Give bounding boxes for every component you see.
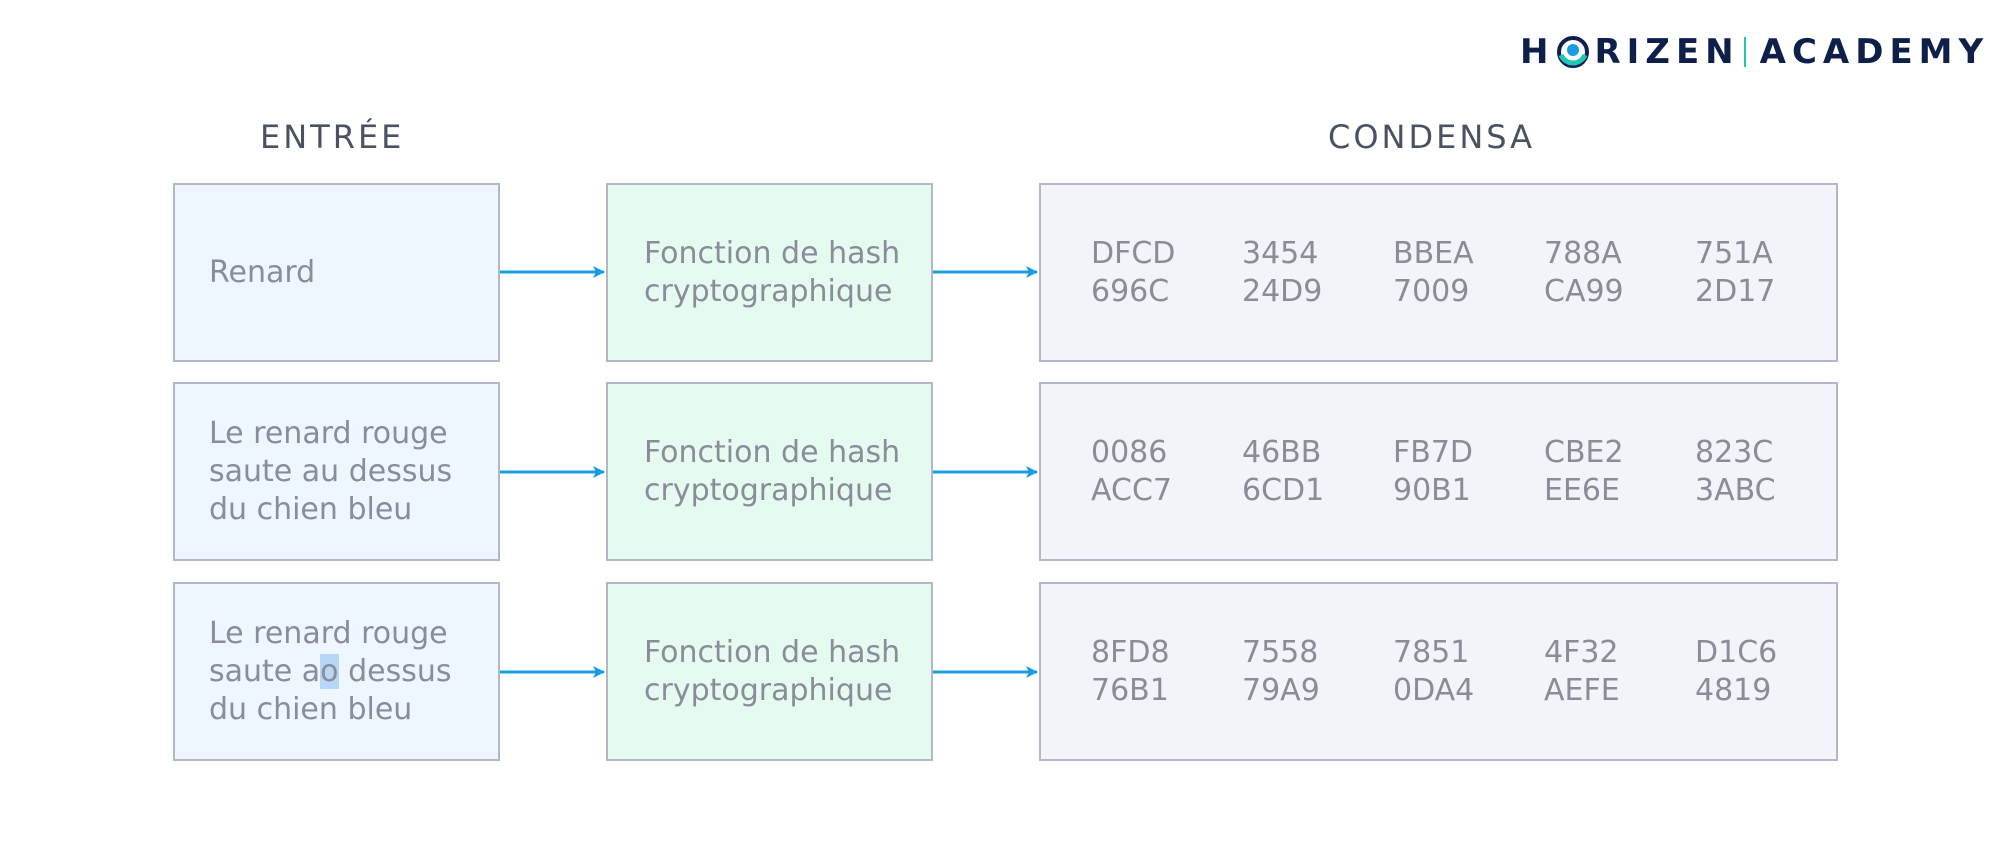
input-text-2: Le renard rouge saute au dessus du chien… [209,415,452,529]
digest-box-3: 8FD8 76B1 7558 79A9 7851 0DA4 4F32 AEFE … [1039,582,1838,761]
digest-chunk: 6CD1 [1242,472,1325,508]
hash-function-box-3: Fonction de hash cryptographique [606,582,933,761]
logo-divider [1743,37,1746,67]
input-box-3: Le renard rouge saute ao dessus du chien… [173,582,500,761]
hash-function-box-2: Fonction de hash cryptographique [606,382,933,561]
digest-group: 8FD8 76B1 [1091,634,1242,710]
digest-chunk: 0DA4 [1393,672,1475,708]
digest-chunk: CA99 [1544,273,1624,309]
digest-group: 7558 79A9 [1242,634,1393,710]
input-text-3: Le renard rouge saute ao dessus du chien… [209,615,451,729]
function-text-3: Fonction de hash cryptographique [644,634,900,710]
logo-letter-h: H [1520,32,1555,72]
digest-group: 788A CA99 [1544,235,1695,311]
digest-chunk: ACC7 [1091,472,1172,508]
function-text-2: Fonction de hash cryptographique [644,434,900,510]
input-line: du chien bleu [209,491,413,527]
digest-chunk: 7009 [1393,273,1470,309]
digest-grid-2: 0086 ACC7 46BB 6CD1 FB7D 90B1 CBE2 EE6E … [1091,434,1846,510]
digest-group: DFCD 696C [1091,235,1242,311]
digest-group: FB7D 90B1 [1393,434,1544,510]
digest-chunk: 24D9 [1242,273,1323,309]
input-line-segment: dessus [338,653,452,689]
input-line-with-highlight: saute ao dessus [209,653,451,691]
digest-chunk: FB7D [1393,434,1474,470]
digest-group: 0086 ACC7 [1091,434,1242,510]
digest-chunk: 7558 [1242,634,1319,670]
digest-box-2: 0086 ACC7 46BB 6CD1 FB7D 90B1 CBE2 EE6E … [1039,382,1838,561]
digest-chunk: 2D17 [1695,273,1776,309]
digest-grid-1: DFCD 696C 3454 24D9 BBEA 7009 788A CA99 … [1091,235,1846,311]
digest-group: 4F32 AEFE [1544,634,1695,710]
digest-chunk: 788A [1544,235,1622,271]
digest-chunk: 76B1 [1091,672,1169,708]
digest-chunk: 823C [1695,434,1774,470]
digest-chunk: 8FD8 [1091,634,1170,670]
digest-chunk: 751A [1695,235,1773,271]
function-line: Fonction de hash [644,634,901,670]
input-line: Le renard rouge [209,415,448,451]
digest-chunk: 0086 [1091,434,1168,470]
digest-chunk: 7851 [1393,634,1470,670]
input-column-header: ENTRÉE [260,118,405,156]
digest-grid-3: 8FD8 76B1 7558 79A9 7851 0DA4 4F32 AEFE … [1091,634,1846,710]
digest-chunk: EE6E [1544,472,1620,508]
digest-group: 46BB 6CD1 [1242,434,1393,510]
digest-box-1: DFCD 696C 3454 24D9 BBEA 7009 788A CA99 … [1039,183,1838,362]
digest-group: CBE2 EE6E [1544,434,1695,510]
digest-group: BBEA 7009 [1393,235,1544,311]
horizen-academy-logo: H RIZEN ACADEMY [1520,30,1989,74]
digest-chunk: CBE2 [1544,434,1624,470]
digest-chunk: D1C6 [1695,634,1778,670]
digest-group: 751A 2D17 [1695,235,1846,311]
function-line: Fonction de hash [644,434,901,470]
digest-chunk: 3ABC [1695,472,1776,508]
input-line: saute au dessus [209,453,453,489]
digest-group: 823C 3ABC [1695,434,1846,510]
digest-chunk: 3454 [1242,235,1319,271]
input-text-1: Renard [209,216,315,330]
hash-function-box-1: Fonction de hash cryptographique [606,183,933,362]
input-box-2: Le renard rouge saute au dessus du chien… [173,382,500,561]
input-line-segment: saute a [209,653,321,689]
horizen-o-mark-icon [1557,36,1590,68]
digest-chunk: 90B1 [1393,472,1471,508]
digest-chunk: 46BB [1242,434,1322,470]
digest-chunk: 79A9 [1242,672,1320,708]
digest-chunk: 696C [1091,273,1170,309]
function-line: Fonction de hash [644,235,901,271]
digest-group: 3454 24D9 [1242,235,1393,311]
digest-chunk: AEFE [1544,672,1620,708]
logo-word-academy: ACADEMY [1759,32,1990,72]
function-line: cryptographique [644,472,893,508]
output-column-header: CONDENSA [1328,118,1536,156]
digest-chunk: 4F32 [1544,634,1619,670]
function-text-1: Fonction de hash cryptographique [644,235,900,311]
digest-chunk: 4819 [1695,672,1772,708]
digest-group: D1C6 4819 [1695,634,1846,710]
function-line: cryptographique [644,672,893,708]
digest-chunk: DFCD [1091,235,1176,271]
function-line: cryptographique [644,273,893,309]
digest-chunk: BBEA [1393,235,1474,271]
logo-word-rizen: RIZEN [1594,32,1740,72]
input-line: Renard [209,254,316,290]
input-line: Le renard rouge [209,615,448,651]
input-line: du chien bleu [209,691,413,727]
digest-group: 7851 0DA4 [1393,634,1544,710]
input-box-1: Renard [173,183,500,362]
changed-character-highlight: o [320,653,339,689]
